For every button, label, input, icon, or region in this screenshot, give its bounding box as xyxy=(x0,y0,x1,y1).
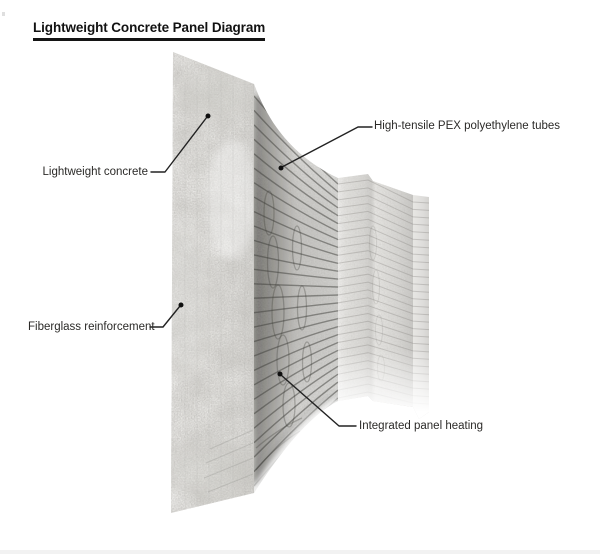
tube-line xyxy=(254,302,338,314)
tube-line xyxy=(254,196,338,241)
callout-dot-lightweight-concrete xyxy=(205,113,211,119)
tube-line xyxy=(254,318,338,343)
bottom-fade xyxy=(338,348,429,419)
leader-line-fiberglass xyxy=(149,305,181,328)
tube-line xyxy=(254,294,338,299)
leader-line-lightweight-concrete xyxy=(150,116,208,173)
tube-line xyxy=(254,210,338,249)
tube-shadow-on-slab xyxy=(203,429,254,493)
label-panel-heating: Integrated panel heating xyxy=(359,420,484,432)
tube-line xyxy=(254,310,338,328)
tube-line xyxy=(254,153,338,217)
pex-tube-curtain xyxy=(254,84,338,493)
tube-line xyxy=(254,109,338,193)
tube-line xyxy=(254,167,338,225)
tube-line xyxy=(254,341,338,386)
curtain-bottom-edge xyxy=(250,393,340,496)
tube-line xyxy=(254,254,338,272)
leader-lines xyxy=(149,113,373,427)
tube-line xyxy=(254,182,338,233)
pex-tube-lines xyxy=(254,95,338,487)
bottom-edge-shading xyxy=(0,550,600,554)
tube-line xyxy=(254,381,338,458)
tube-line xyxy=(254,357,338,415)
leader-line-panel-heating xyxy=(280,374,357,427)
page-title: Lightweight Concrete Panel Diagram xyxy=(33,20,265,41)
tube-line xyxy=(254,124,338,201)
fiberglass-mesh-hint xyxy=(184,68,246,510)
callout-dot-fiberglass xyxy=(178,302,184,308)
tube-line xyxy=(254,138,338,209)
tube-line xyxy=(254,349,338,400)
label-pex-tubes: High-tensile PEX polyethylene tubes xyxy=(374,120,561,132)
callout-dot-pex-tubes xyxy=(278,165,284,171)
label-lightweight-concrete: Lightweight concrete xyxy=(42,166,148,178)
tube-line xyxy=(254,225,338,256)
tube-line xyxy=(254,333,338,372)
tube-line xyxy=(254,283,338,288)
leader-line-pex-tubes xyxy=(281,126,373,168)
tube-line xyxy=(254,239,338,264)
corner-artifact xyxy=(2,12,5,16)
callout-dot-panel-heating xyxy=(277,371,283,377)
tube-line xyxy=(254,268,338,280)
label-fiberglass: Fiberglass reinforcement xyxy=(28,321,155,333)
tube-line xyxy=(254,365,338,429)
tube-line xyxy=(254,373,338,444)
tube-line xyxy=(254,326,338,357)
panel-front-slab xyxy=(171,52,254,513)
